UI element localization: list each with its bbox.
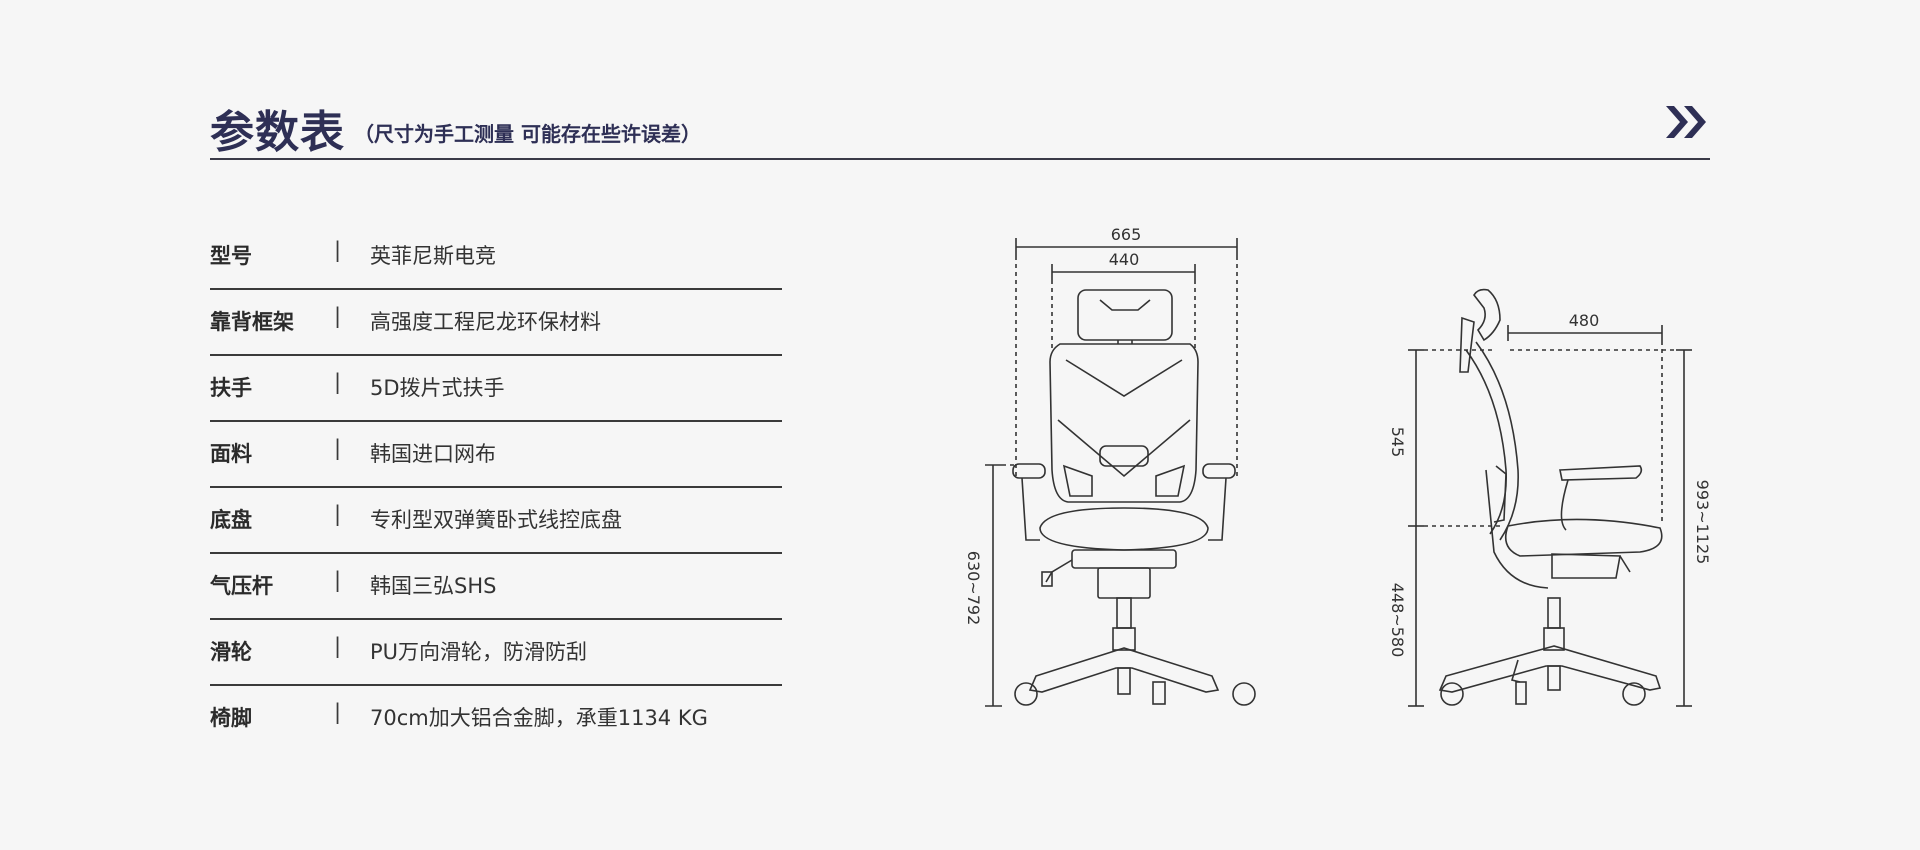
chair-side-view — [1408, 288, 1692, 707]
spec-row-backframe: 靠背框架 | 高强度工程尼龙环保材料 — [210, 290, 782, 356]
spec-row-chassis: 底盘 | 专利型双弹簧卧式线控底盘 — [210, 488, 782, 554]
dim-total-height: 993~1125 — [1693, 480, 1712, 565]
spec-value: 韩国三弘SHS — [370, 574, 497, 598]
spec-separator: | — [334, 436, 342, 460]
page-title: 参数表 — [210, 107, 345, 158]
spec-separator: | — [334, 502, 342, 526]
spec-separator: | — [334, 568, 342, 592]
spec-header: 参数表 （尺寸为手工测量 可能存在些许误差） — [210, 92, 1710, 160]
dim-overall-width: 665 — [1111, 225, 1142, 244]
dim-depth: 480 — [1569, 311, 1600, 330]
spec-separator: | — [334, 304, 342, 328]
dim-back-height: 545 — [1388, 427, 1407, 458]
spec-value: 5D拨片式扶手 — [370, 376, 505, 400]
spec-value: 高强度工程尼龙环保材料 — [370, 310, 601, 334]
spec-value: 英菲尼斯电竞 — [370, 244, 496, 268]
spec-value: 专利型双弹簧卧式线控底盘 — [370, 508, 622, 532]
spec-separator: | — [334, 370, 342, 394]
spec-separator: | — [334, 700, 342, 724]
spec-label: 椅脚 — [210, 706, 252, 730]
spec-label: 气压杆 — [210, 574, 273, 598]
spec-label: 滑轮 — [210, 640, 252, 664]
spec-row-model: 型号 | 英菲尼斯电竞 — [210, 224, 782, 290]
spec-label: 面料 — [210, 442, 252, 466]
chair-front-view — [985, 238, 1256, 707]
spec-row-gaslift: 气压杆 | 韩国三弘SHS — [210, 554, 782, 620]
dim-seat-height: 448~580 — [1388, 583, 1407, 657]
spec-row-fabric: 面料 | 韩国进口网布 — [210, 422, 782, 488]
spec-row-casters: 滑轮 | PU万向滑轮，防滑防刮 — [210, 620, 782, 686]
spec-value: PU万向滑轮，防滑防刮 — [370, 640, 588, 664]
spec-separator: | — [334, 238, 342, 262]
spec-value: 韩国进口网布 — [370, 442, 496, 466]
page-subtitle: （尺寸为手工测量 可能存在些许误差） — [354, 122, 701, 146]
spec-table: 型号 | 英菲尼斯电竞 靠背框架 | 高强度工程尼龙环保材料 扶手 | 5D拨片… — [210, 224, 782, 750]
dim-back-width: 440 — [1109, 250, 1140, 269]
spec-row-armrest: 扶手 | 5D拨片式扶手 — [210, 356, 782, 422]
double-chevron-right-icon — [1666, 106, 1706, 138]
spec-value: 70cm加大铝合金脚，承重1134 KG — [370, 706, 708, 730]
spec-separator: | — [334, 634, 342, 658]
spec-label: 底盘 — [210, 508, 252, 532]
spec-row-base: 椅脚 | 70cm加大铝合金脚，承重1134 KG — [210, 686, 782, 750]
spec-label: 靠背框架 — [210, 310, 294, 334]
spec-label: 扶手 — [210, 376, 252, 400]
dim-armrest-height: 630~792 — [964, 551, 983, 625]
spec-label: 型号 — [210, 244, 252, 268]
